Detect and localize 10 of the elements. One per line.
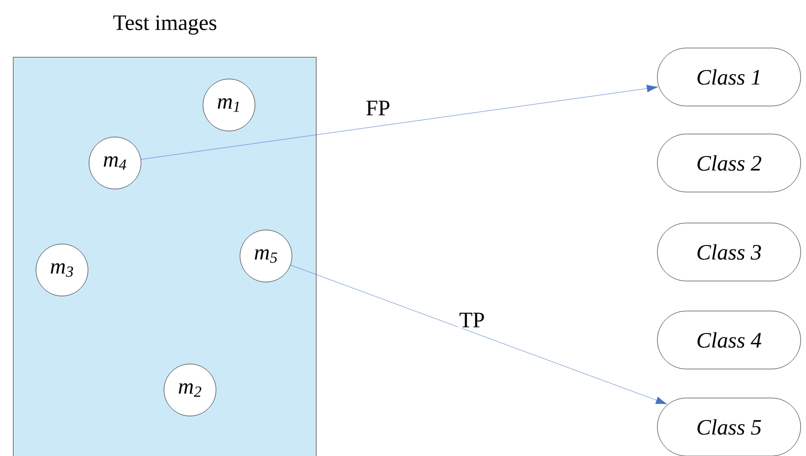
class-box: Class 4 [657,310,801,370]
arrow [140,84,658,160]
class-box: Class 1 [657,48,801,106]
panel-heading: Test images [113,15,216,35]
edge-label: FP [364,100,392,116]
arrow [290,264,668,404]
edge-label: TP [458,312,486,328]
class-box: Class 2 [657,134,801,192]
class-box: Class 3 [657,222,801,282]
class-box: Class 5 [657,398,801,456]
